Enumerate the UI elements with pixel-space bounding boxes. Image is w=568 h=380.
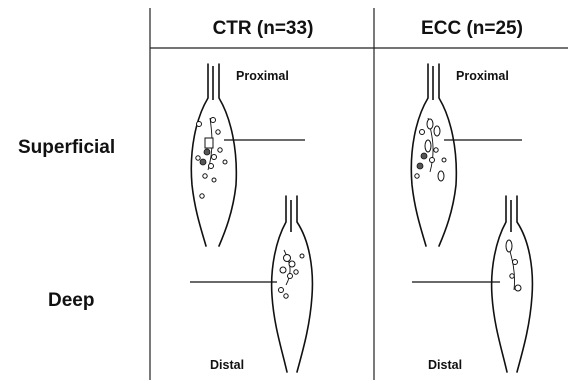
location-mark [223,160,227,164]
location-marks [415,118,446,181]
location-mark [434,126,440,136]
location-mark [300,254,304,258]
location-mark [434,148,438,152]
location-mark [203,174,207,178]
column-header-ecc: ECC (n=25) [421,18,523,39]
location-mark [506,240,512,252]
location-mark [205,138,213,148]
row-label-superficial: Superficial [18,137,115,158]
location-mark [438,171,444,181]
location-mark [415,174,419,178]
table-grid [150,8,568,380]
muscle-outline-right [219,64,236,246]
location-mark [294,270,298,274]
label-distal-ecc: Distal [428,358,462,372]
ctr-superficial-muscle [191,64,305,246]
location-mark [421,153,427,159]
location-mark [200,194,204,198]
muscle-outline-right [297,196,312,372]
location-mark [442,158,446,162]
muscle-outline-left [492,196,507,372]
location-mark [425,140,431,152]
muscle-outline-right [517,196,532,372]
row-label-deep: Deep [48,290,94,311]
ecc-deep-muscle [412,196,532,372]
location-mark [284,255,291,262]
muscle-outline-right [439,64,456,246]
location-mark [218,148,222,152]
location-marks [279,250,305,298]
location-mark [197,122,202,127]
column-header-ctr: CTR (n=33) [213,18,314,39]
location-mark [280,267,286,273]
location-mark [216,130,220,134]
location-marks [196,118,227,199]
label-proximal-ecc: Proximal [456,69,509,83]
muscle-outline-left [272,196,287,372]
location-marks [506,240,521,291]
location-mark [196,156,200,160]
location-mark [200,159,206,165]
location-mark [515,285,521,291]
location-mark [427,119,433,129]
location-mark [279,288,284,293]
location-mark [204,149,210,155]
location-mark [510,274,514,278]
ctr-deep-muscle [190,196,312,372]
location-mark [212,178,216,182]
location-mark [430,158,435,163]
location-mark [288,274,293,279]
location-mark [209,164,214,169]
location-mark [211,118,216,123]
label-distal-ctr: Distal [210,358,244,372]
label-proximal-ctr: Proximal [236,69,289,83]
location-mark [284,294,288,298]
location-mark [420,130,425,135]
location-mark [289,261,295,267]
location-mark [212,155,217,160]
location-mark [417,163,423,169]
location-mark [513,260,518,265]
